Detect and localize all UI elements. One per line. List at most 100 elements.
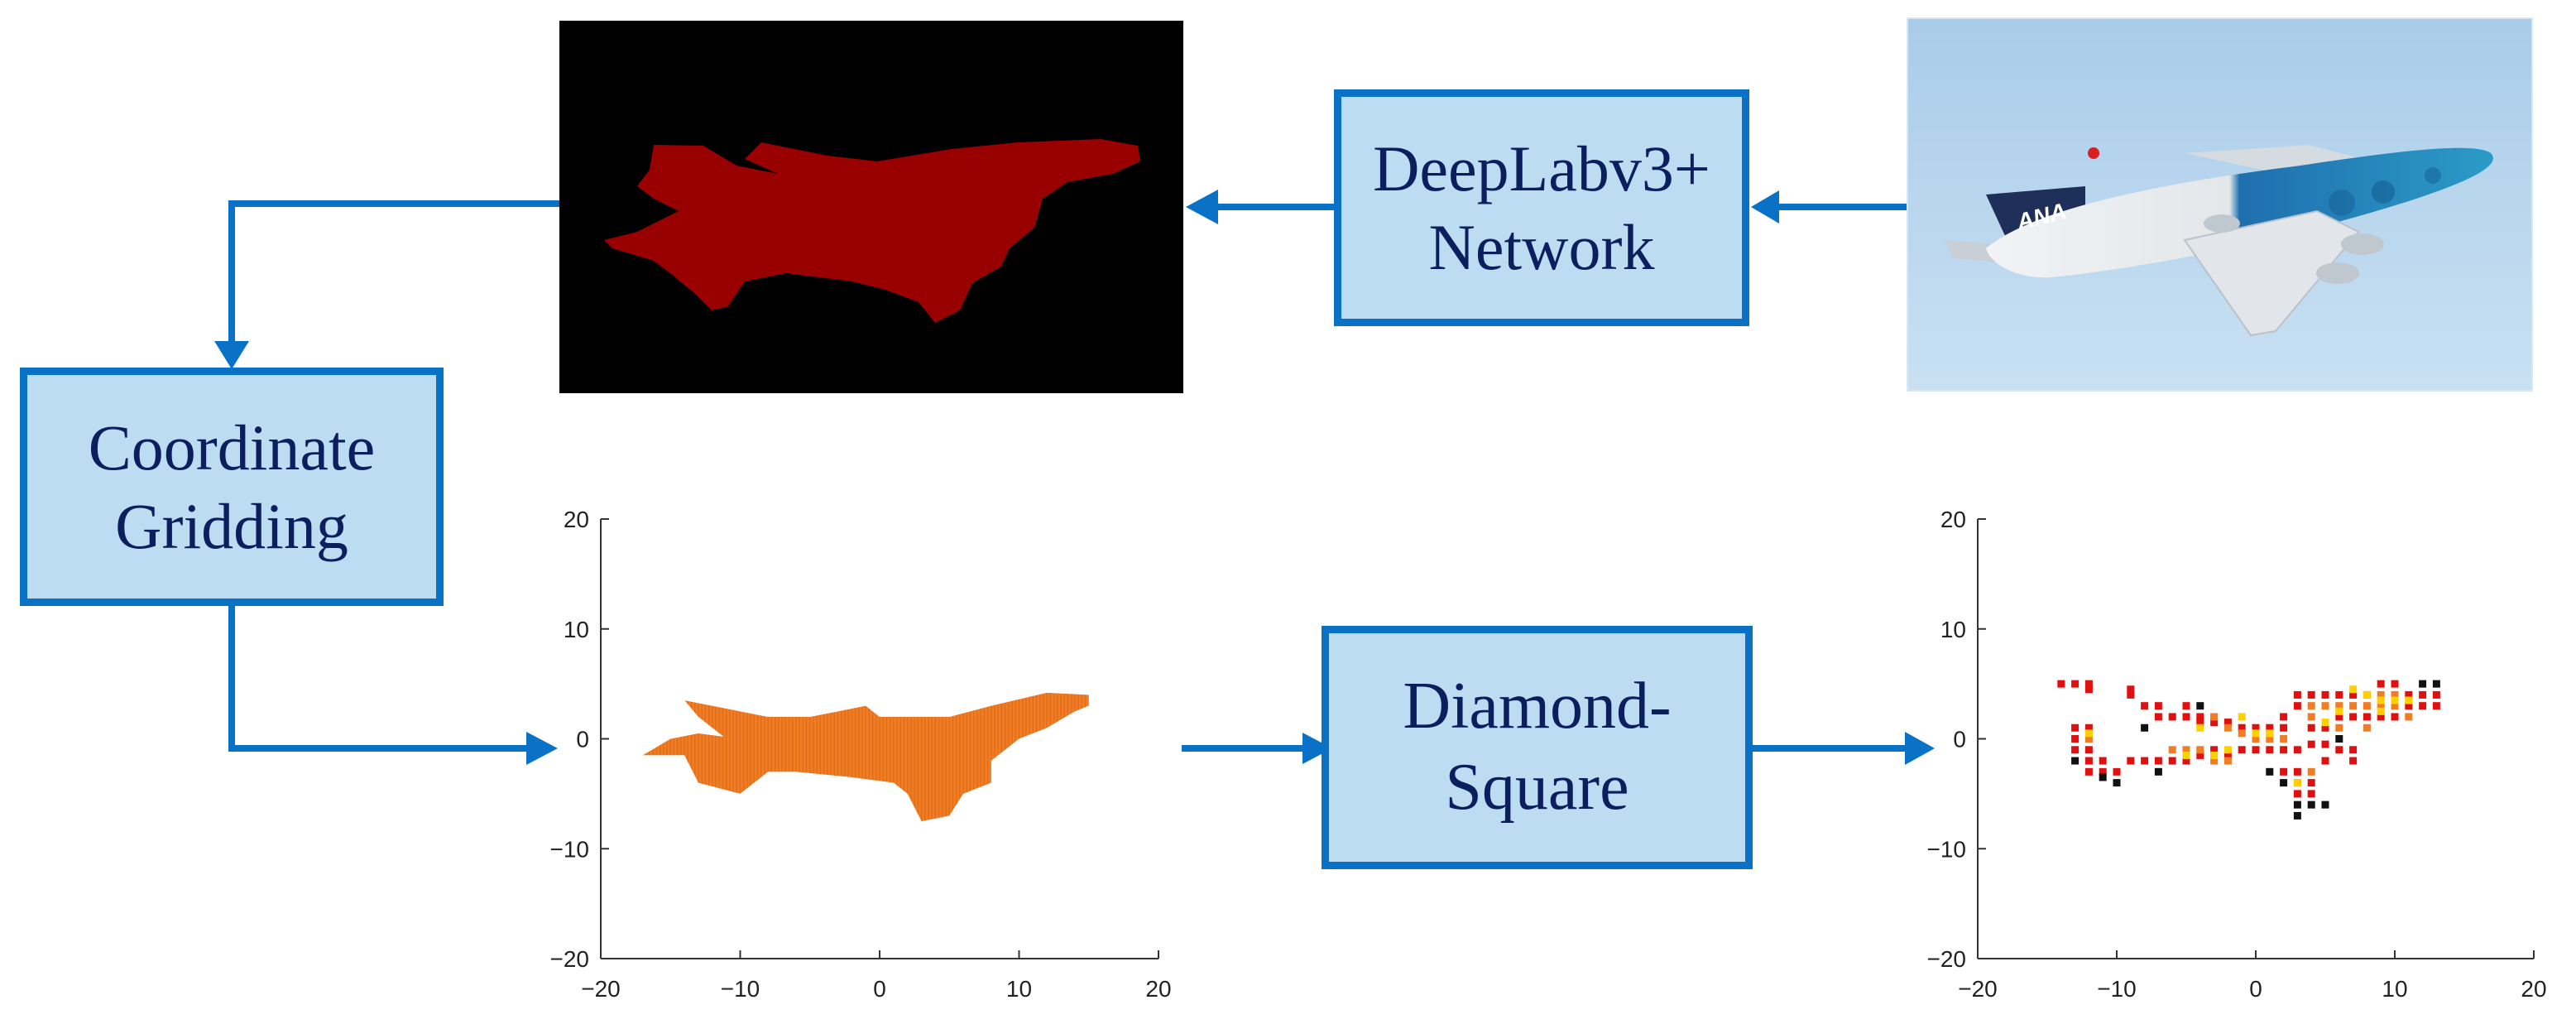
data-point bbox=[2238, 729, 2246, 738]
data-point bbox=[2141, 702, 2149, 710]
data-point bbox=[2071, 757, 2080, 765]
y-tick-label: −20 bbox=[1927, 946, 1967, 972]
data-point bbox=[2363, 702, 2371, 710]
data-point bbox=[2280, 735, 2288, 743]
data-point bbox=[2113, 767, 2121, 776]
data-point bbox=[2321, 740, 2329, 748]
y-tick-label: 20 bbox=[564, 507, 589, 532]
data-point bbox=[2252, 735, 2260, 743]
data-point bbox=[2293, 800, 2301, 809]
data-point bbox=[2405, 696, 2413, 704]
data-point bbox=[2349, 702, 2358, 710]
arrowhead-result-plot bbox=[1905, 732, 1935, 765]
data-point bbox=[2113, 779, 2121, 787]
data-point bbox=[2307, 702, 2315, 710]
data-point bbox=[2182, 746, 2190, 754]
x-tick-label: 10 bbox=[1006, 976, 1032, 1002]
data-point bbox=[2419, 680, 2427, 688]
data-point bbox=[2391, 690, 2399, 699]
arrowhead-mask bbox=[1186, 190, 1218, 224]
data-point bbox=[2405, 713, 2413, 721]
data-point bbox=[2293, 767, 2301, 776]
data-point bbox=[2321, 800, 2329, 809]
airplane-photo-icon bbox=[1945, 145, 2493, 337]
data-point bbox=[2196, 713, 2204, 721]
data-point bbox=[2307, 790, 2315, 798]
data-point bbox=[2168, 757, 2176, 765]
deeplab-label-line2: Network bbox=[1428, 211, 1655, 283]
data-point bbox=[2196, 719, 2204, 727]
arrowhead-coordinate bbox=[214, 341, 249, 369]
data-point bbox=[2154, 767, 2162, 776]
data-point bbox=[2196, 751, 2204, 759]
x-tick-label: 20 bbox=[2521, 976, 2546, 1002]
data-point bbox=[2280, 779, 2288, 787]
data-point bbox=[2307, 713, 2315, 721]
data-point bbox=[2099, 773, 2107, 781]
data-point bbox=[2432, 690, 2440, 699]
coordinate-label-line1: Coordinate bbox=[88, 411, 376, 483]
data-point bbox=[2293, 779, 2301, 787]
y-tick-label: 0 bbox=[1953, 727, 1966, 752]
data-point bbox=[2266, 735, 2274, 743]
data-point bbox=[2084, 735, 2093, 743]
data-point bbox=[2419, 702, 2427, 710]
data-point bbox=[2252, 724, 2260, 732]
data-point bbox=[2127, 690, 2135, 699]
data-point bbox=[2266, 767, 2274, 776]
data-point bbox=[2071, 724, 2080, 732]
data-point bbox=[2084, 767, 2093, 776]
data-point bbox=[2391, 713, 2399, 721]
data-point bbox=[2419, 690, 2427, 699]
data-point bbox=[2154, 713, 2162, 721]
data-point bbox=[2307, 800, 2315, 809]
data-point bbox=[2196, 746, 2204, 754]
data-point bbox=[2377, 702, 2385, 710]
data-point bbox=[2321, 724, 2329, 732]
data-point bbox=[2307, 779, 2315, 787]
data-point bbox=[2266, 746, 2274, 754]
diamond-label-line1: Diamond- bbox=[1403, 670, 1672, 743]
data-point bbox=[2182, 757, 2190, 765]
data-point bbox=[2405, 702, 2413, 710]
data-point bbox=[2335, 746, 2343, 754]
data-point bbox=[2127, 757, 2135, 765]
arrow-mask-to-coordinate bbox=[228, 200, 559, 346]
y-tick-label: −10 bbox=[1927, 836, 1967, 862]
gridded-point-cloud bbox=[642, 692, 1089, 822]
data-point bbox=[2210, 751, 2219, 759]
data-point bbox=[2349, 746, 2358, 754]
data-point bbox=[2223, 719, 2232, 727]
data-point bbox=[2223, 757, 2232, 765]
data-point bbox=[2335, 735, 2343, 743]
x-tick-label: −20 bbox=[581, 976, 621, 1002]
data-point bbox=[2321, 757, 2329, 765]
data-point bbox=[2377, 713, 2385, 721]
data-point bbox=[2154, 757, 2162, 765]
data-point bbox=[2168, 713, 2176, 721]
data-point bbox=[2335, 707, 2343, 715]
data-point bbox=[2293, 690, 2301, 699]
data-point bbox=[2377, 696, 2385, 704]
data-point bbox=[2363, 724, 2371, 732]
y-tick-label: 10 bbox=[1940, 617, 1966, 642]
data-point bbox=[2084, 680, 2093, 688]
data-point bbox=[2321, 702, 2329, 710]
diamond-label-line2: Square bbox=[1445, 751, 1629, 824]
data-point bbox=[2252, 729, 2260, 738]
data-point bbox=[2196, 702, 2204, 710]
y-tick-label: 20 bbox=[1940, 507, 1966, 532]
deeplab-label-line1: DeepLabv3+ bbox=[1373, 132, 1710, 204]
data-point bbox=[2252, 746, 2260, 754]
x-tick-label: −20 bbox=[1958, 976, 1998, 1002]
data-point bbox=[2349, 757, 2358, 765]
arrowhead-diamond bbox=[1302, 733, 1332, 764]
data-point bbox=[2182, 713, 2190, 721]
data-point bbox=[2141, 757, 2149, 765]
data-point bbox=[2307, 724, 2315, 732]
data-point bbox=[2223, 746, 2232, 754]
data-point bbox=[2071, 735, 2080, 743]
data-point bbox=[2280, 713, 2288, 721]
data-point bbox=[2321, 690, 2329, 699]
